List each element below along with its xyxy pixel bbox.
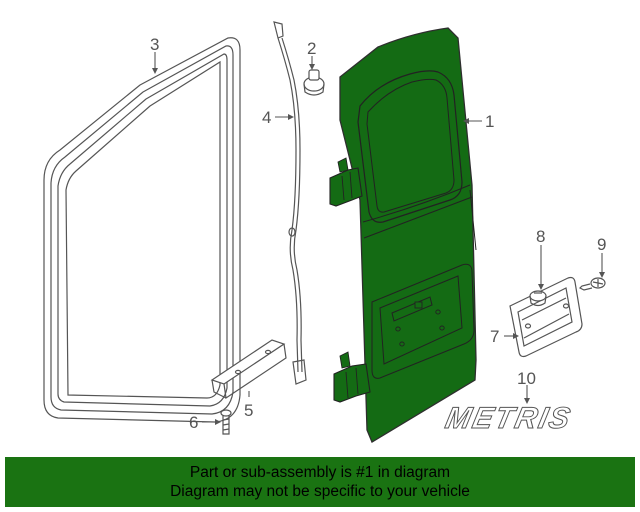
banner-line-1: Part or sub-assembly is #1 in diagram [189,464,451,481]
part-3-weatherstrip[interactable] [43,37,241,423]
info-banner: Part or sub-assembly is #1 in diagram Di… [5,457,635,507]
parts-diagram: METRIS 1 2 [43,21,606,443]
part-2-grommet[interactable] [303,69,325,96]
metris-badge-text: METRIS [443,402,575,435]
part-9-screw[interactable] [578,277,606,291]
part-1-door[interactable] [329,27,477,443]
leader-arrowheads [152,64,605,425]
part-6-bolt[interactable] [220,409,232,435]
callout-2[interactable]: 2 [307,39,316,58]
callout-3[interactable]: 3 [150,35,159,54]
callout-9[interactable]: 9 [597,235,606,254]
part-7-plate-bracket[interactable] [509,276,583,358]
callout-10[interactable]: 10 [517,369,536,388]
callout-5[interactable]: 5 [244,401,253,420]
banner-line-2: Diagram may not be specific to your vehi… [170,483,470,500]
part-4-harness[interactable] [273,21,307,385]
callout-labels: 1 2 3 4 5 6 7 8 9 10 [150,35,606,432]
callout-6[interactable]: 6 [189,413,198,432]
callout-8[interactable]: 8 [536,227,545,246]
part-8-nut[interactable] [529,290,547,307]
callout-7[interactable]: 7 [490,327,499,346]
callout-4[interactable]: 4 [262,108,271,127]
callout-1[interactable]: 1 [485,112,494,131]
part-5-bracket[interactable] [210,339,287,400]
part-10-badge[interactable]: METRIS [442,402,575,436]
